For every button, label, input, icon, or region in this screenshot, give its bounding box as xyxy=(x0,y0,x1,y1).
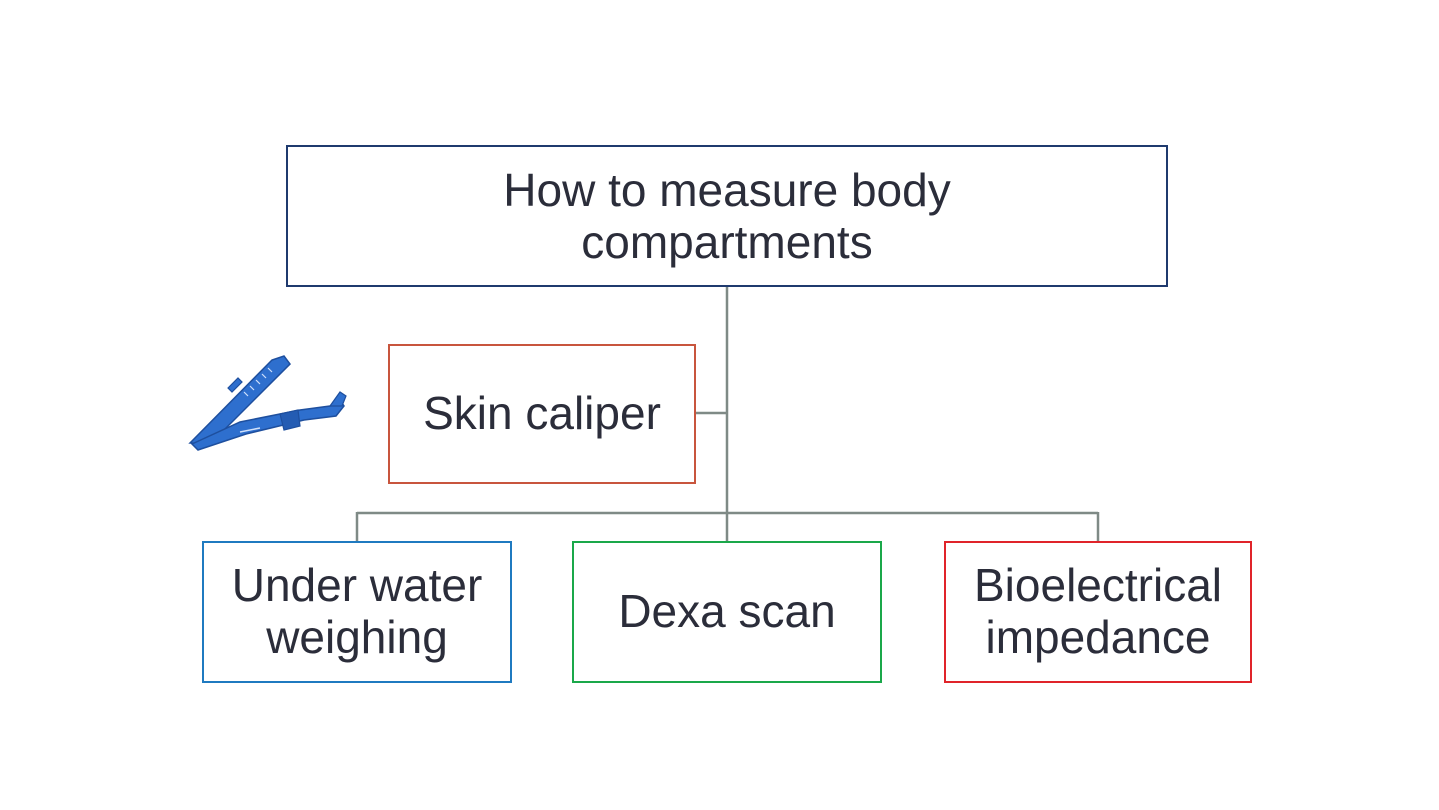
dexa-scan-label: Dexa scan xyxy=(618,586,835,638)
dexa-scan-node: Dexa scan xyxy=(572,541,882,683)
root-node: How to measure body compartments xyxy=(286,145,1168,287)
under-water-line1: Under water xyxy=(232,560,483,612)
skin-caliper-label: Skin caliper xyxy=(423,388,661,440)
root-node-line1: How to measure body xyxy=(503,165,950,217)
under-water-line2: weighing xyxy=(232,612,483,664)
under-water-weighing-node: Under water weighing xyxy=(202,541,512,683)
skin-caliper-node: Skin caliper xyxy=(388,344,696,484)
skin-caliper-icon xyxy=(180,348,350,458)
bioelectrical-line1: Bioelectrical xyxy=(974,560,1222,612)
root-node-line2: compartments xyxy=(503,217,950,269)
bioelectrical-impedance-node: Bioelectrical impedance xyxy=(944,541,1252,683)
bioelectrical-line2: impedance xyxy=(974,612,1222,664)
